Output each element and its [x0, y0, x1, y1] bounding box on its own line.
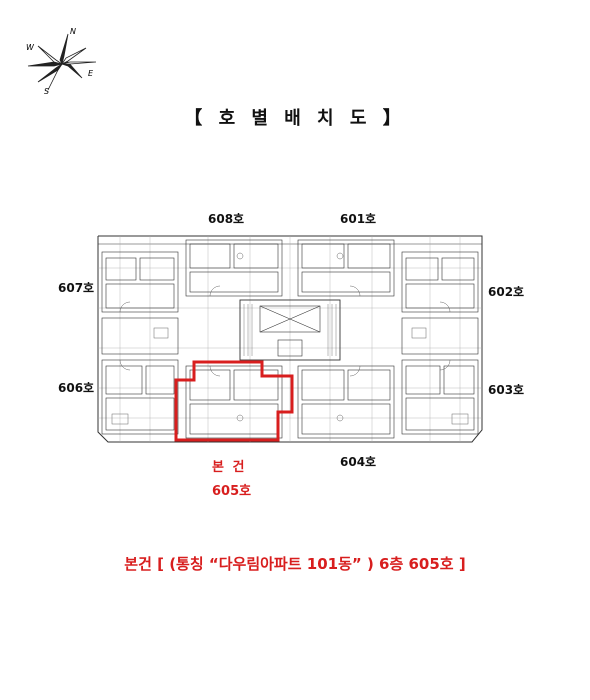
compass-rose: N S E W — [24, 26, 100, 96]
floor-plan — [90, 228, 490, 448]
compass-north: N — [70, 27, 76, 36]
unit-608-label: 608호 — [208, 212, 245, 226]
unit-607-label: 607호 — [58, 281, 95, 295]
subject-caption: 본건 [ (통칭 “다우림아파트 101동” ) 6층 605호 ] — [124, 555, 466, 573]
subject-label: 본 건 — [212, 460, 247, 475]
compass-east: E — [88, 69, 94, 78]
page-title: 【 호 별 배 치 도 】 — [184, 108, 406, 129]
unit-605-label: 605호 — [212, 484, 252, 499]
unit-601-label: 601호 — [340, 212, 377, 226]
unit-602-label: 602호 — [488, 285, 525, 299]
unit-605-highlight — [174, 360, 294, 442]
unit-604-label: 604호 — [340, 455, 377, 469]
unit-606-label: 606호 — [58, 381, 95, 395]
compass-south: S — [44, 87, 49, 96]
unit-603-label: 603호 — [488, 383, 525, 397]
compass-west: W — [26, 43, 35, 52]
